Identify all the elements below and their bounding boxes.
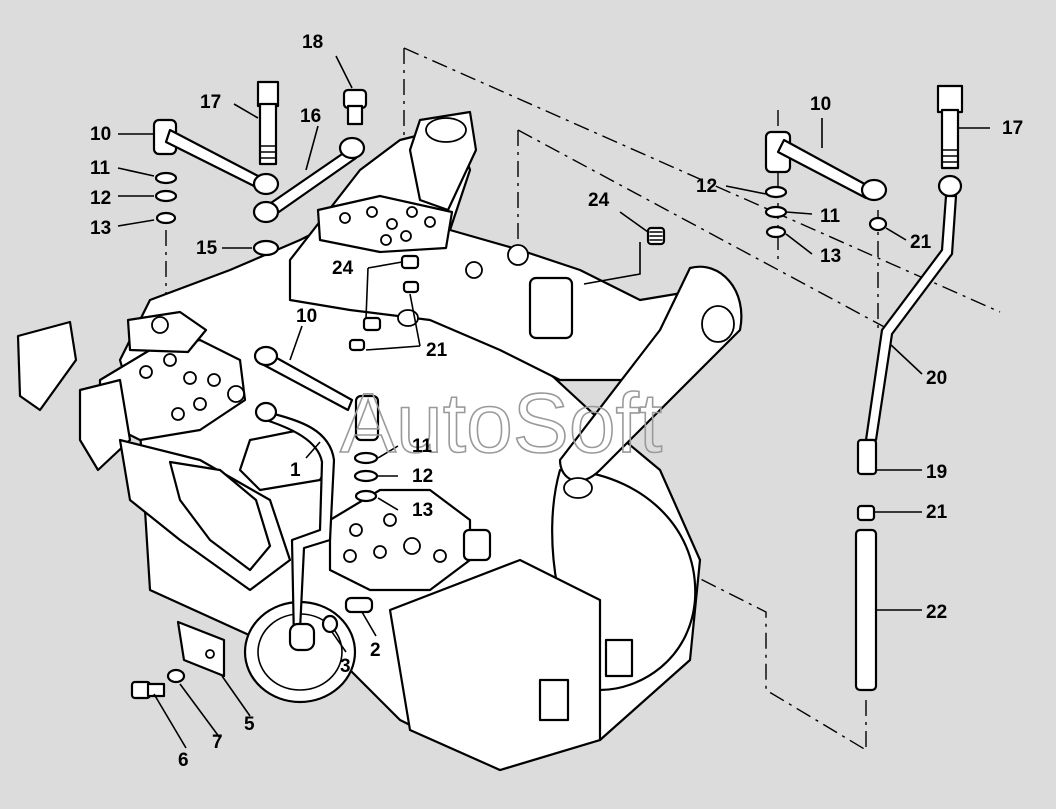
callout-15: 15 bbox=[196, 238, 218, 259]
callout-3: 3 bbox=[340, 656, 351, 677]
left-pipe-assembly bbox=[152, 80, 368, 257]
callout-17-left: 17 bbox=[200, 92, 221, 113]
callout-10-right: 10 bbox=[810, 94, 831, 115]
leader-lines bbox=[117, 55, 990, 749]
callout-20: 20 bbox=[926, 368, 947, 389]
callout-16: 16 bbox=[300, 106, 321, 127]
callout-21-middle: 21 bbox=[426, 340, 448, 361]
callout-12-middle: 12 bbox=[412, 466, 433, 487]
callout-11-middle: 11 bbox=[412, 436, 433, 457]
callout-10-middle: 10 bbox=[296, 306, 317, 327]
callout-21-right-bottom: 21 bbox=[926, 502, 948, 523]
callout-13-right: 13 bbox=[820, 246, 841, 267]
callout-12-left: 12 bbox=[90, 188, 111, 209]
callout-1: 1 bbox=[290, 460, 301, 481]
callout-11-right: 11 bbox=[820, 206, 841, 227]
callout-24-middle: 24 bbox=[332, 258, 354, 279]
callout-10-left: 10 bbox=[90, 124, 111, 145]
callout-6: 6 bbox=[178, 750, 189, 771]
callout-18: 18 bbox=[302, 32, 323, 53]
callout-11-left: 11 bbox=[90, 158, 111, 179]
callout-5: 5 bbox=[244, 714, 255, 735]
callout-2: 2 bbox=[370, 640, 381, 661]
callout-22: 22 bbox=[926, 602, 947, 623]
callout-7: 7 bbox=[212, 732, 223, 753]
callout-13-left: 13 bbox=[90, 218, 111, 239]
callout-13-middle: 13 bbox=[412, 500, 433, 521]
middle-pipe-assembly bbox=[253, 226, 666, 652]
callout-17-right: 17 bbox=[1002, 118, 1023, 139]
right-pipe-assembly bbox=[764, 84, 964, 692]
callout-12-right: 12 bbox=[696, 176, 717, 197]
autosoft-watermark: AutoSoft bbox=[340, 376, 662, 470]
callout-19: 19 bbox=[926, 462, 947, 483]
callout-24-right: 24 bbox=[588, 190, 610, 211]
callout-21-right-top: 21 bbox=[910, 232, 932, 253]
callout-numbers: 18 17 16 10 11 12 13 15 24 10 21 11 12 1… bbox=[90, 32, 1023, 771]
bracket-assembly bbox=[130, 620, 226, 700]
